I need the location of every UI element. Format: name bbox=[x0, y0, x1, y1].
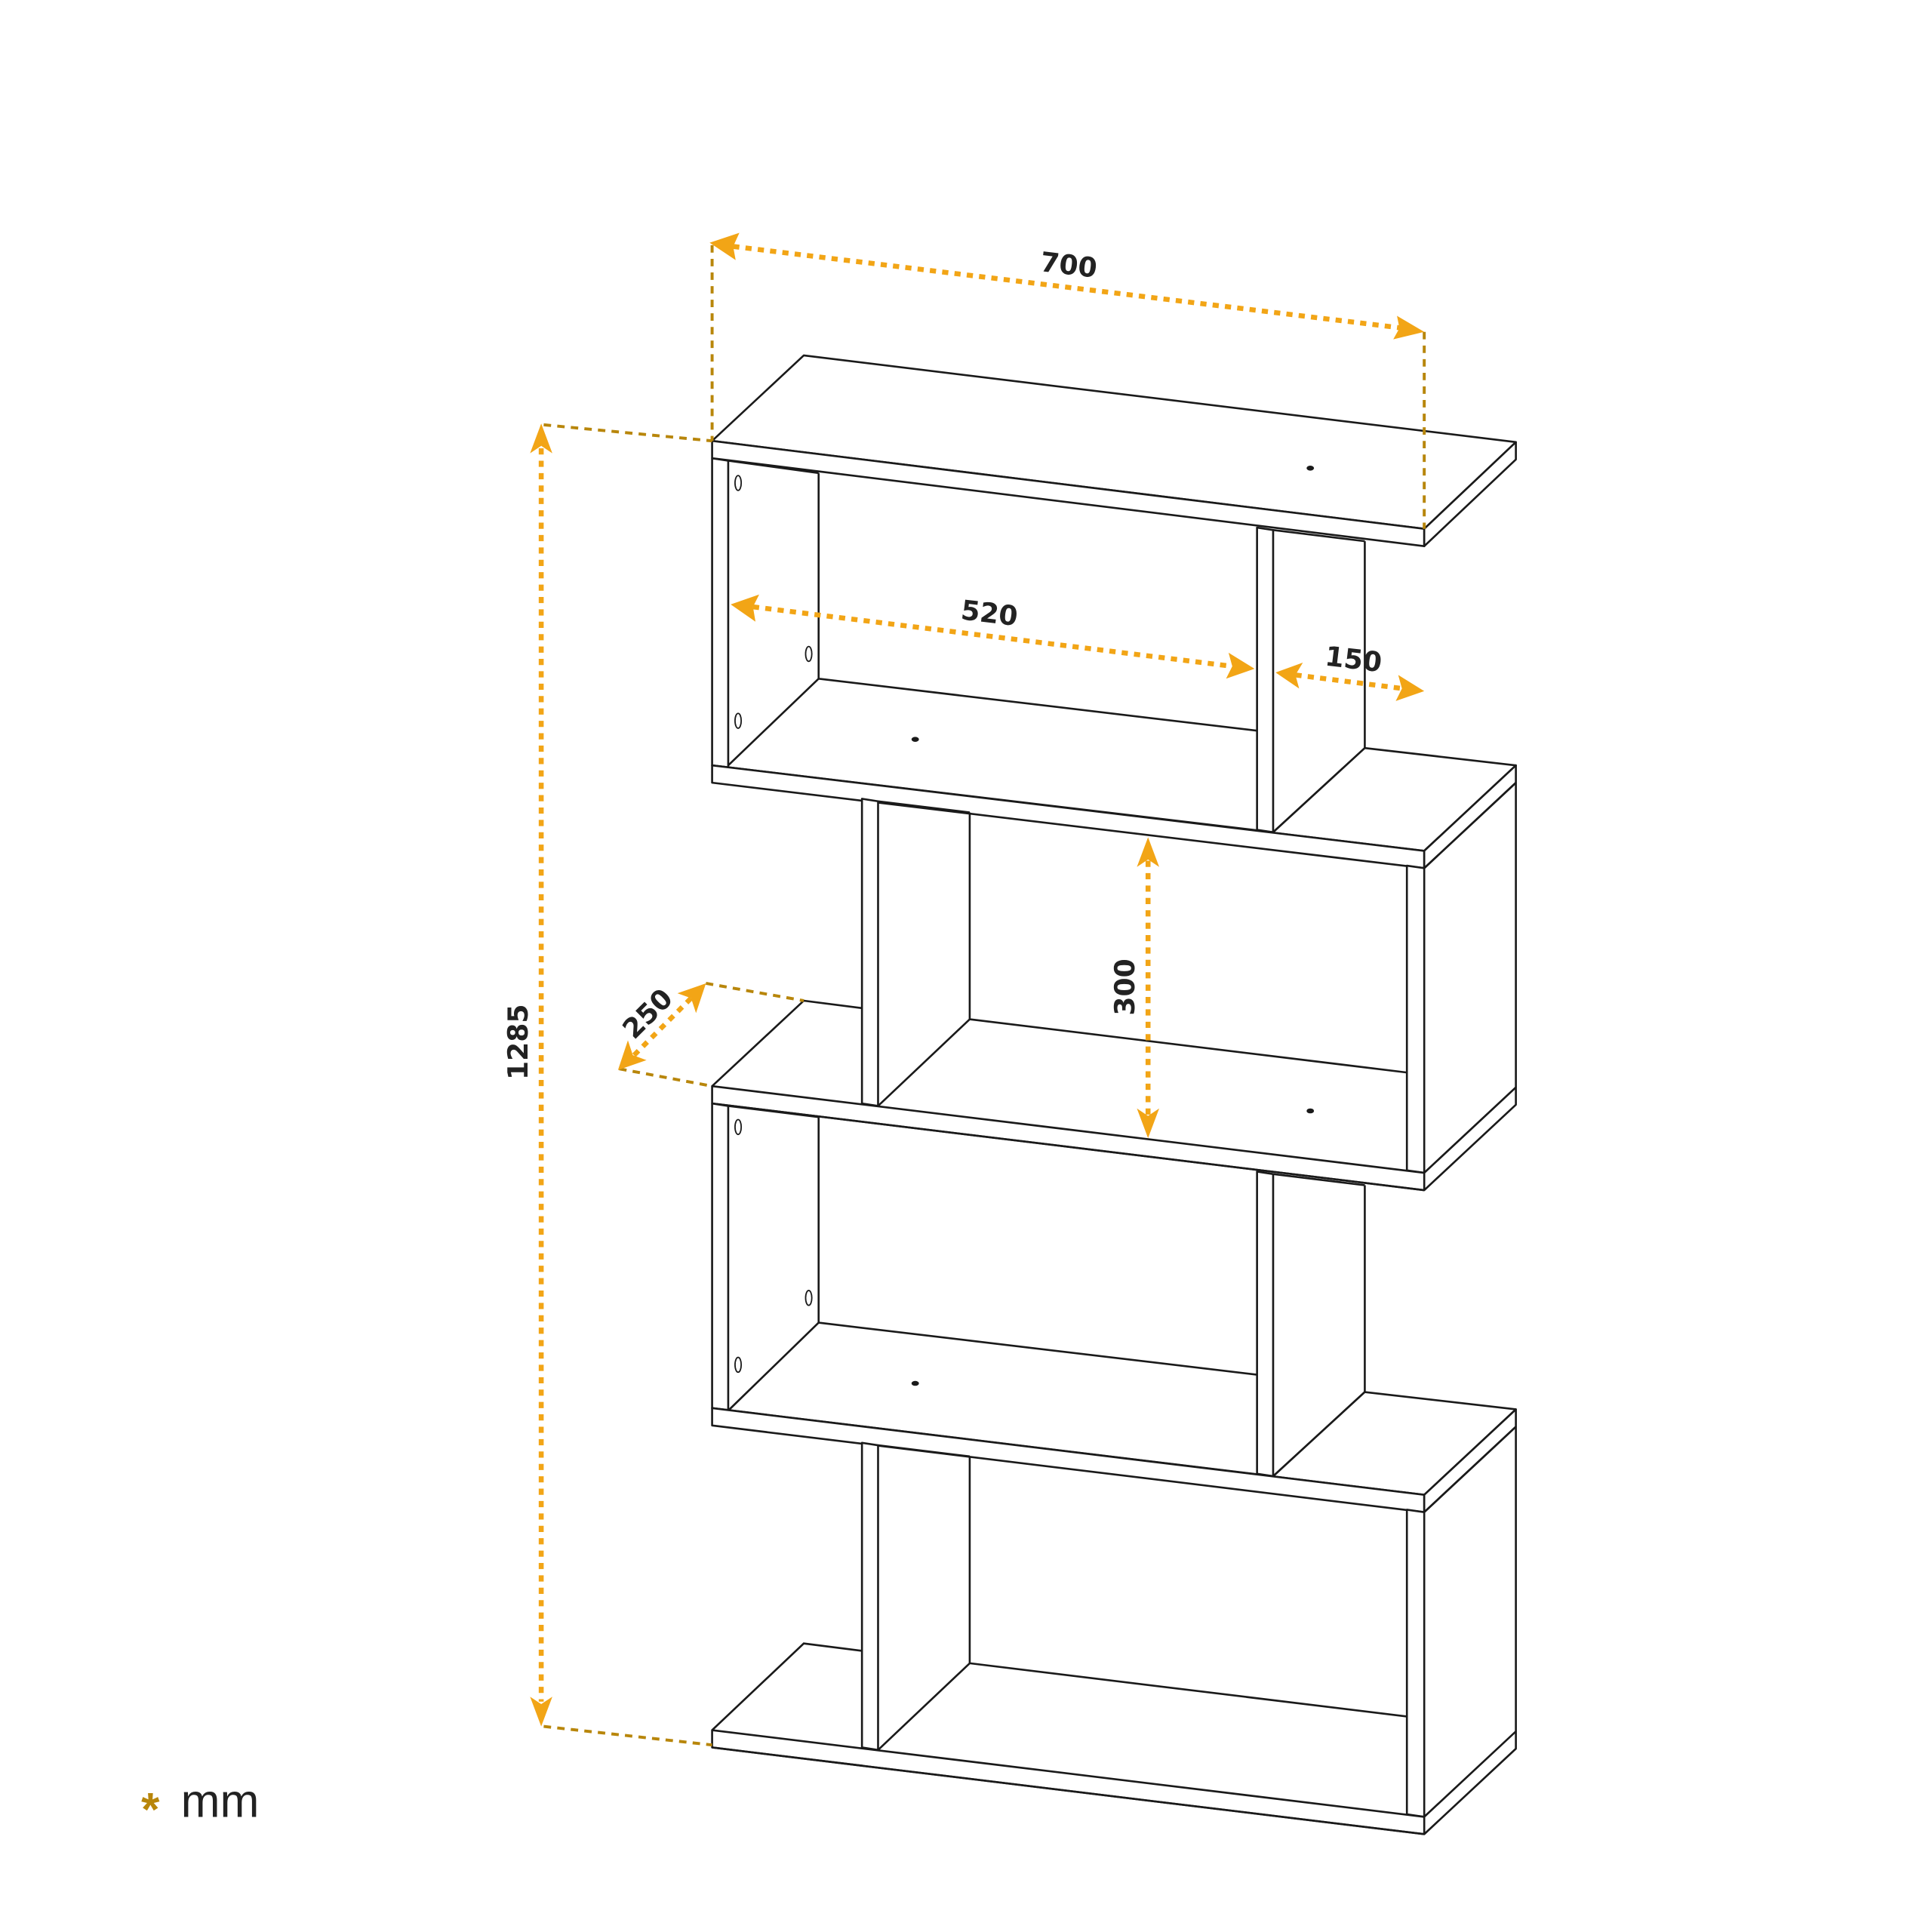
tier1-left-panel bbox=[711, 457, 730, 769]
dimension-520: 520 bbox=[731, 594, 1255, 679]
arrow-right-icon bbox=[1226, 652, 1255, 679]
arrow-right-icon bbox=[1395, 675, 1425, 701]
dim-label-520: 520 bbox=[959, 594, 1020, 633]
tier4-right-panel bbox=[1405, 1509, 1426, 1818]
arrow-down-icon bbox=[530, 1697, 552, 1727]
dimension-250: 250 bbox=[616, 982, 706, 1070]
arrow-up-icon bbox=[1137, 837, 1159, 867]
dimension-150: 150 bbox=[1275, 640, 1425, 701]
shelf3-board bbox=[711, 1084, 1517, 1192]
arrow-down-icon bbox=[1137, 1108, 1159, 1139]
shelf2-board bbox=[711, 746, 1517, 852]
arrow-down-left-icon bbox=[617, 1040, 647, 1070]
tier3-left-panel bbox=[711, 1102, 730, 1412]
arrow-left-icon bbox=[731, 594, 759, 622]
arrow-up-right-icon bbox=[677, 983, 706, 1014]
tier1-divider bbox=[1256, 526, 1275, 834]
tier2-divider bbox=[860, 798, 879, 1107]
dimension-700: 700 bbox=[709, 232, 1425, 340]
base-board bbox=[711, 1729, 1517, 1835]
unit-legend: * mm bbox=[141, 1775, 259, 1835]
unit-label: mm bbox=[181, 1775, 260, 1827]
guide-lines bbox=[543, 245, 1426, 1747]
arrow-left-icon bbox=[1275, 662, 1303, 689]
arrow-up-icon bbox=[530, 423, 552, 454]
shelf4-board bbox=[711, 1391, 1517, 1497]
dim-label-700: 700 bbox=[1038, 245, 1099, 285]
dim-label-1285: 1285 bbox=[502, 1004, 534, 1080]
tier2-right-panel bbox=[1405, 864, 1426, 1174]
tier4-divider bbox=[860, 1441, 879, 1752]
dim-label-250: 250 bbox=[616, 982, 679, 1045]
unit-marker: * bbox=[141, 1784, 160, 1836]
dimension-1285: 1285 bbox=[502, 423, 552, 1727]
dim-label-150: 150 bbox=[1324, 640, 1384, 679]
dim-label-300: 300 bbox=[1109, 958, 1141, 1015]
tier3-divider bbox=[1256, 1171, 1275, 1478]
arrow-left-icon bbox=[709, 232, 740, 260]
dimension-300: 300 bbox=[1109, 837, 1159, 1139]
arrow-right-icon bbox=[1393, 315, 1425, 340]
bookshelf-structure bbox=[711, 354, 1517, 1835]
